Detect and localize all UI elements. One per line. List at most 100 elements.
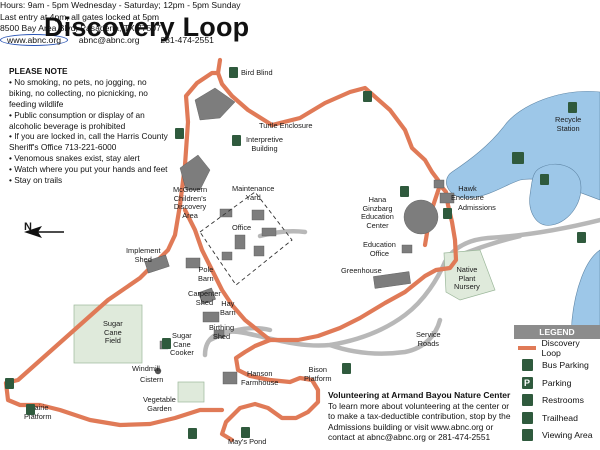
hiker-icon [188, 428, 197, 439]
label-office: Office [232, 223, 252, 232]
website-link[interactable]: www.abnc.org [0, 33, 68, 46]
label-interpretive-building: Interpretive Building [246, 135, 283, 153]
binoculars-icon [26, 404, 35, 415]
legend: LEGEND Discovery Loop Bus Parking P Park… [514, 325, 600, 450]
label-carpenter-shed: Carpenter Shed [188, 289, 221, 307]
education-office-shape [401, 244, 413, 254]
maintenance-yard-boundary [199, 191, 293, 286]
label-education-office: Education Office [363, 240, 396, 258]
label-prairie-platform: Prairie Platform [24, 403, 52, 421]
label-mcgovern: McGovern Children's Discovery Area [173, 185, 208, 220]
volunteer-info: Volunteering at Armand Bayou Nature Cent… [328, 390, 514, 443]
restroom-icon [232, 135, 241, 146]
carpenter-shed-shape [198, 287, 216, 305]
interpretive-building-shape [194, 87, 236, 121]
label-greenhouse: Greenhouse [341, 266, 382, 275]
binoculars-icon [363, 91, 372, 102]
maint-bldg-2 [261, 227, 277, 237]
label-mays-pond: May's Pond [228, 437, 267, 446]
hiker-icon [443, 208, 452, 219]
restroom-icon [400, 186, 409, 197]
binoculars-icon [342, 363, 351, 374]
note-item: • Public consumption or display of an al… [9, 109, 145, 131]
birthing-shed-shape [213, 329, 225, 339]
contact-row: www.abnc.org abnc@abnc.org 281-474-2551 [0, 33, 600, 47]
label-hawk-enclosure: Hawk Enclosure [451, 184, 484, 202]
hiker-icon [5, 378, 14, 389]
legend-item-restrooms: Restrooms [514, 392, 600, 410]
hana-center-circle [403, 199, 439, 235]
label-admissions: Admissions [458, 203, 496, 212]
hay-barn-shape [202, 311, 220, 323]
hours-text: Hours: 9am - 5pm Wednesday - Saturday; 1… [0, 0, 241, 10]
volunteer-body: To learn more about volunteering at the … [328, 400, 511, 443]
note-item: • Watch where you put your hands and fee… [9, 164, 168, 175]
label-turtle-enclosure: Turtle Enclosure [259, 121, 313, 130]
label-implement-shed: Implement Shed [126, 246, 161, 264]
note-item: • Venomous snakes exist, stay alert [9, 153, 140, 164]
legend-item-bus-parking: Bus Parking [514, 357, 600, 375]
label-sugar-cane-cooker: Sugar Cane Cooker [170, 331, 194, 358]
legend-item-trailhead: Trailhead [514, 409, 600, 427]
vegetable-garden-area [177, 381, 205, 403]
legend-label: Parking [542, 377, 572, 388]
legend-label: Trailhead [542, 412, 578, 423]
restroom-icon [517, 394, 537, 407]
legend-item-parking: P Parking [514, 374, 600, 392]
hiker-icon [175, 128, 184, 139]
label-native-plant-nursery: Native Plant Nursery [454, 265, 480, 292]
label-pole-barn: Pole Barn [198, 265, 214, 283]
label-hay-barn: Hay Barn [220, 299, 236, 317]
bus-icon [517, 359, 537, 372]
label-recycle-station: Recycle Station [555, 115, 582, 133]
label-bird-blind: Bird Blind [241, 68, 273, 77]
admissions-shape [439, 192, 455, 204]
label-vegetable-garden: Vegetable Garden [143, 395, 176, 413]
legend-label: Restrooms [542, 395, 584, 406]
binoculars-icon [517, 429, 537, 442]
legend-label: Discovery Loop [541, 337, 580, 358]
phone-number: 281-474-2551 [160, 34, 214, 45]
label-hanson-farmhouse: Hanson Farmhouse [241, 369, 279, 387]
map-title: Discovery Loop [44, 12, 250, 42]
pole-barn-shape [185, 257, 201, 269]
legend-title: LEGEND [514, 325, 600, 339]
label-service-roads: Service Roads [416, 330, 441, 348]
recycle-icon [568, 102, 577, 113]
mcgovern-building-shape [179, 154, 211, 191]
legend-label: Bus Parking [542, 360, 589, 371]
maint-bldg-5 [221, 251, 233, 261]
compass-letter: N [24, 221, 32, 233]
label-sugar-cane-field: Sugar Cane Field [103, 319, 123, 346]
last-entry-text: Last entry at 4pm, all gates locked at 5… [0, 11, 160, 22]
please-note-heading: PLEASE NOTE [9, 66, 68, 76]
loop-line-icon [517, 341, 537, 354]
office-shape [219, 208, 233, 218]
label-bison-platform: Bison Platform [304, 365, 332, 383]
address-text: 8500 Bay Area Blvd, Pasadena, TX 77507 [0, 23, 161, 34]
email-link[interactable]: abnc@abnc.org [78, 34, 140, 45]
parking-icon: P [517, 376, 537, 389]
note-item: • If you are locked in, call the Harris … [9, 131, 168, 153]
note-item: • No smoking, no pets, no jogging, no bi… [9, 76, 148, 109]
hanson-farmhouse-shape [222, 371, 238, 385]
compass [24, 226, 64, 238]
hawk-enclosure-shape [433, 179, 445, 189]
bus-icon [577, 232, 586, 243]
maint-bldg-1 [251, 209, 265, 221]
label-maintenance-yard: Maintenance Yard [232, 184, 275, 202]
label-cistern: Cistern [140, 375, 164, 384]
label-birthing-shed: Birthing Shed [209, 323, 235, 341]
legend-item-discovery-loop: Discovery Loop [514, 337, 600, 358]
please-note: PLEASE NOTE • No smoking, no pets, no jo… [9, 66, 171, 186]
center-info: Hours: 9am - 5pm Wednesday - Saturday; 1… [0, 0, 600, 46]
label-hana-center: Hana Ginzbarg Education Center [361, 195, 394, 230]
maint-bldg-3 [234, 234, 246, 250]
parking-icon [512, 152, 524, 164]
buildings [144, 87, 455, 385]
legend-item-viewing-area: Viewing Area [514, 427, 600, 445]
greenhouse-shape [373, 271, 411, 289]
label-windmill: Windmill [132, 364, 160, 373]
